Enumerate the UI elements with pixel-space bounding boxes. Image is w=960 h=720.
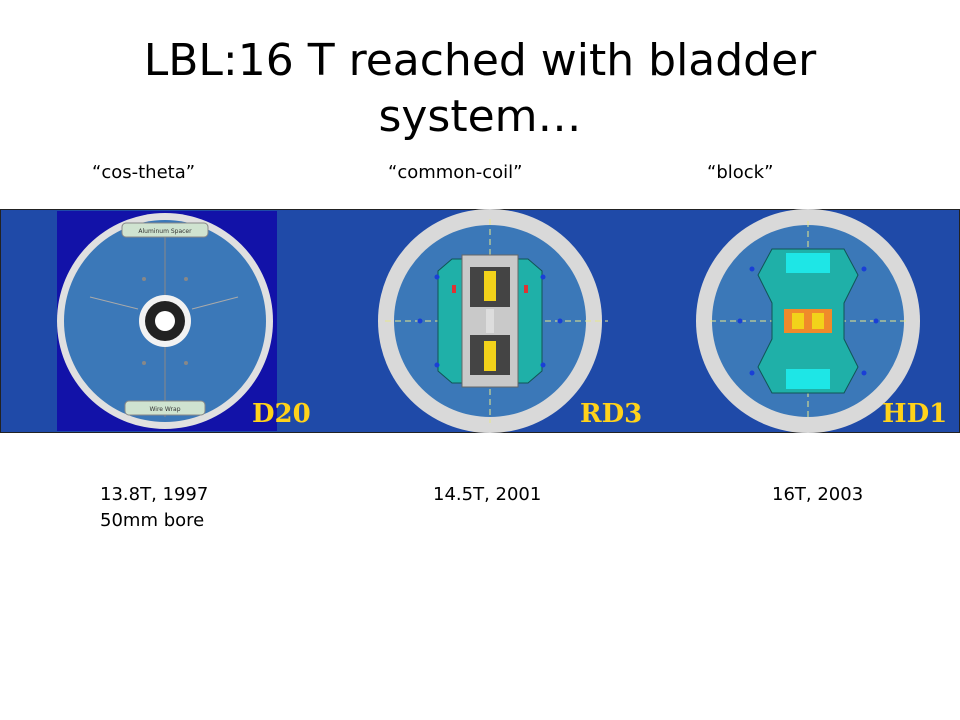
magnet-cross-sections-image: Aluminum Spacer Wire Wrap bbox=[0, 209, 960, 433]
caption-d20-line2: 50mm bore bbox=[100, 510, 205, 531]
hd1-label: HD1 bbox=[882, 399, 947, 429]
type-label-block: “block” bbox=[707, 162, 774, 183]
caption-rd3: 14.5T, 2001 bbox=[433, 482, 541, 508]
caption-hd1-line1: 16T, 2003 bbox=[772, 484, 864, 505]
slide-title: LBL:16 T reached with bladder system… bbox=[143, 35, 817, 142]
caption-d20: 13.8T, 1997 50mm bore bbox=[100, 482, 208, 534]
type-label-cos-theta: “cos-theta” bbox=[92, 162, 196, 183]
d20-label: D20 bbox=[252, 399, 311, 429]
rd3-label: RD3 bbox=[580, 399, 642, 429]
caption-d20-line1: 13.8T, 1997 bbox=[100, 484, 209, 505]
d20-bottom-label: Wire Wrap bbox=[149, 406, 180, 413]
d20-cross-section: Aluminum Spacer Wire Wrap bbox=[57, 211, 277, 431]
type-label-common-coil: “common-coil” bbox=[388, 162, 523, 183]
d20-top-label: Aluminum Spacer bbox=[138, 228, 192, 235]
caption-hd1: 16T, 2003 bbox=[772, 482, 863, 508]
hd1-cross-section bbox=[696, 209, 920, 433]
caption-rd3-line1: 14.5T, 2001 bbox=[433, 484, 542, 505]
rd3-cross-section bbox=[378, 209, 608, 433]
